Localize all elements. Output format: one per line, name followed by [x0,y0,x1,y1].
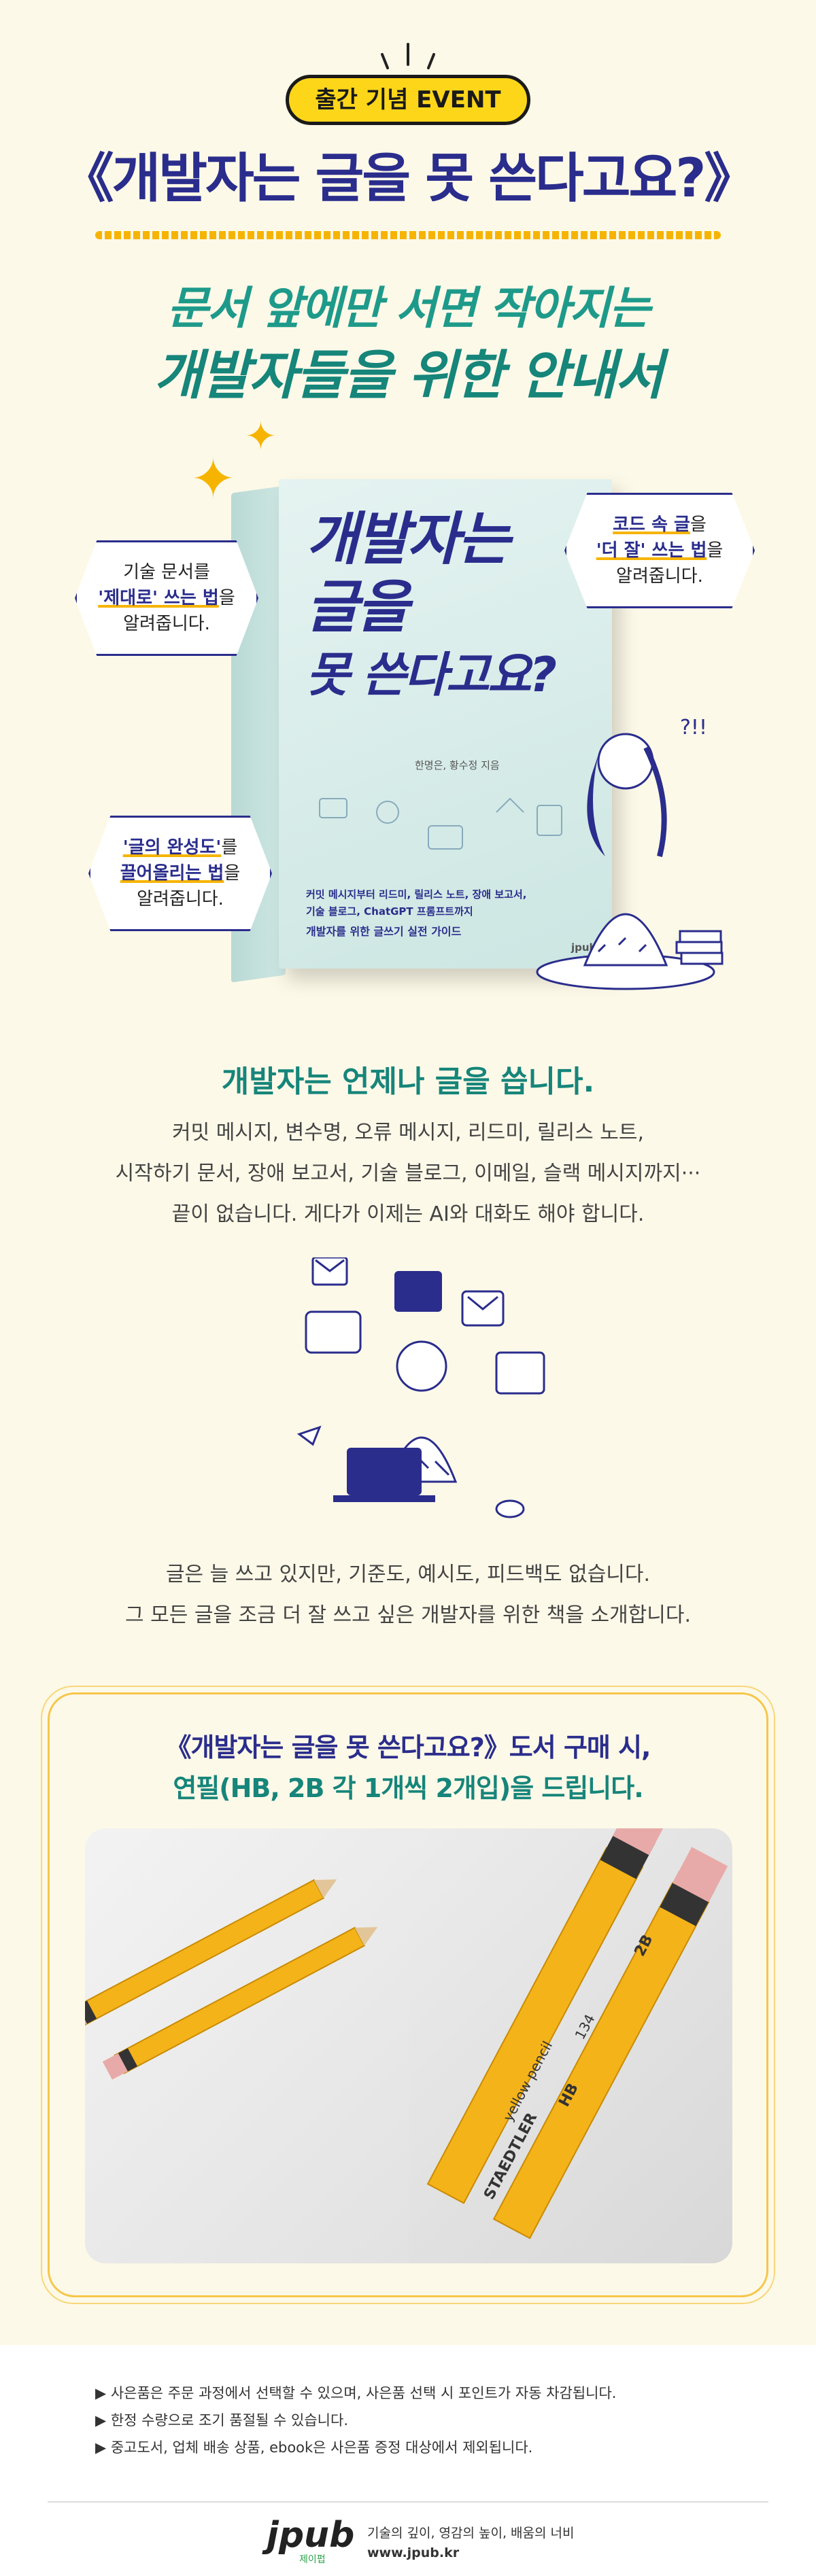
event-badge: 출간 기념 EVENT [286,75,530,125]
intro-line2: 시작하기 문서, 장애 보고서, 기술 블로그, 이메일, 슬랙 메시지까지··… [115,1162,701,1185]
notice-item: ▶ 한정 수량으로 조기 품절될 수 있습니다. [95,2412,348,2429]
intro-line5: 그 모든 글을 조금 더 잘 쓰고 싶은 개발자를 위한 책을 소개합니다. [124,1603,692,1627]
footer-area [0,2345,816,2576]
doodle-icons [319,797,562,850]
jpub-logo[interactable]: jpub [267,2515,355,2556]
speech-bubble-left-top: 기술 문서를 '제대로' 쓰는 법을 알려줍니다. [75,540,258,656]
book-tagline-line1: 커밋 메시지부터 리드미, 릴리스 노트, 장애 보고서, [306,888,527,901]
pencil-photo-right: STAEDTLER yellow pencil 134 HB 2B [409,1828,732,2263]
notice-item: ▶ 중고도서, 업체 배송 상품, ebook은 사은품 증정 대상에서 제외됩… [95,2439,533,2456]
book-title-line2: 글을 [306,574,409,640]
intro-line1: 커밋 메시지, 변수명, 오류 메시지, 리드미, 릴리스 노트, [171,1121,645,1145]
gift-box-frame-outer [41,1686,775,2304]
intro-line4: 글은 늘 쓰고 있지만, 기준도, 예시도, 피드백도 없습니다. [165,1563,651,1586]
emphasis-lines-icon [381,43,435,69]
speech-bubble-left-bottom: '글의 완성도'를 끌어올리는 법을 알려줍니다. [88,816,272,931]
book-authors: 한명은, 황수정 지음 [415,759,500,771]
subtitle-line1: 문서 앞에만 서면 작아지는 [167,282,651,334]
developer-illustration [296,1257,545,1518]
pencil-photo-left [85,1828,409,2263]
jpub-logo-subtext: 제이펍 [299,2554,326,2565]
page-title: 《개발자는 글을 못 쓴다고요?》 [61,148,757,209]
sparkle-icon: ✦ [190,447,237,510]
book-tagline-line3: 개발자를 위한 글쓰기 실전 가이드 [306,925,462,938]
intro-heading: 개발자는 언제나 글을 씁니다. [221,1064,595,1099]
gift-heading-line2: 연필(HB, 2B 각 1개씩 2개입)을 드립니다. [173,1773,643,1803]
svg-text:?!!: ?!! [680,716,707,739]
footer-divider [48,2501,768,2503]
title-underline [95,231,721,239]
book-title-line1: 개발자는 [306,506,510,572]
speech-bubble-right-top: 코드 속 글을 '더 잘' 쓰는 법을 알려줍니다. [564,493,755,608]
sparkle-icon: ✦ [245,415,277,459]
footer-url-link[interactable]: www.jpub.kr [367,2545,460,2560]
notice-item: ▶ 사은품은 주문 과정에서 선택할 수 있으며, 사은품 선택 시 포인트가 … [95,2385,617,2401]
book-tagline-line2: 기술 블로그, ChatGPT 프롬프트까지 [306,905,473,918]
book-cover: 개발자는 글을 못 쓴다고요? 한명은, 황수정 지음 커밋 메시지부터 리드미… [279,479,612,969]
subtitle-line2: 개발자들을 위한 안내서 [154,345,664,406]
intro-line3: 끝이 없습니다. 게다가 이제는 AI와 대화도 해야 합니다. [171,1202,645,1226]
book-title-line3: 못 쓴다고요? [306,647,557,703]
footer-tagline: 기술의 깊이, 영감의 높이, 배움의 너비 [367,2526,575,2541]
gift-box-frame [48,1692,768,2297]
gift-heading-line1: 《개발자는 글을 못 쓴다고요?》도서 구매 시, [165,1733,651,1762]
woman-reading-illustration: ?!! [536,716,724,990]
